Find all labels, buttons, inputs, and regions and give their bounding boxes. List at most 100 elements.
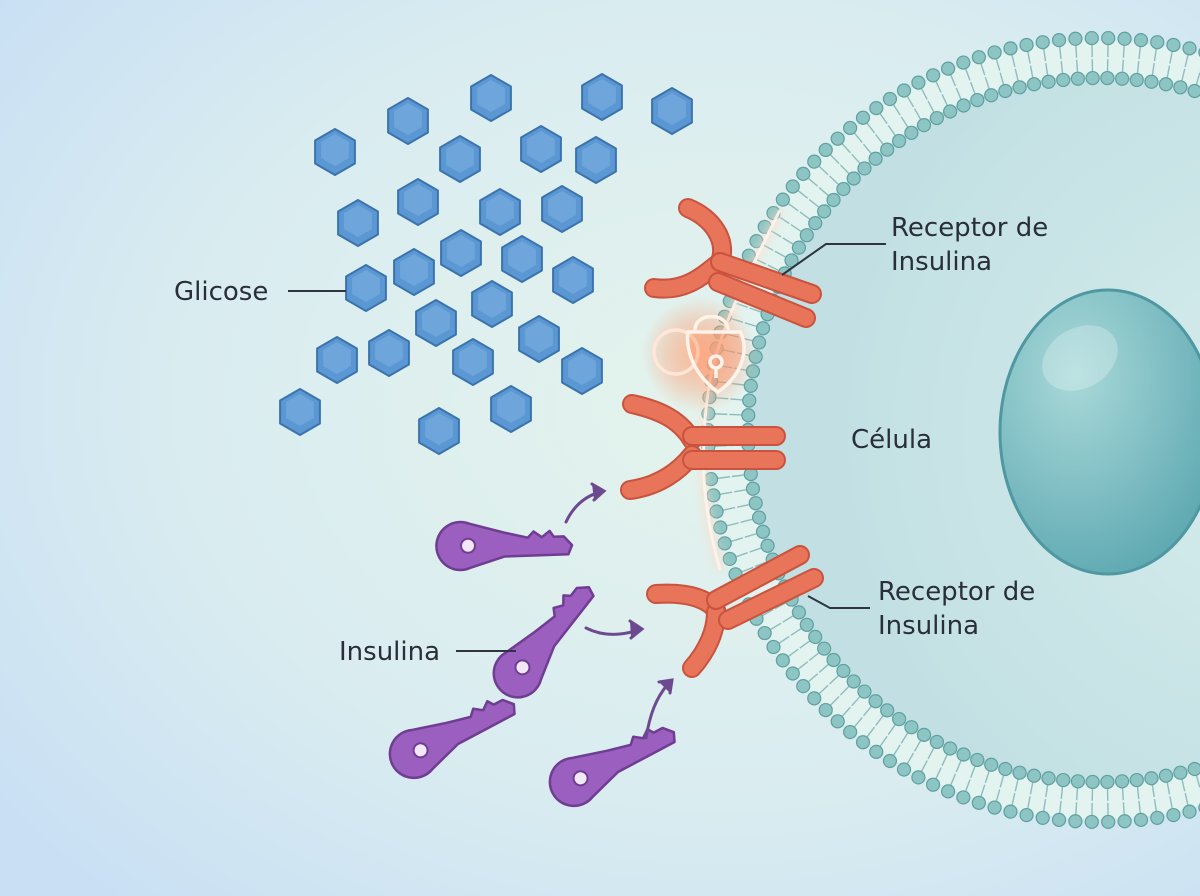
lipid-tail — [913, 740, 922, 752]
lipid-head — [1084, 30, 1099, 46]
lipid-head — [1003, 804, 1018, 819]
lipid-head — [857, 684, 872, 699]
lipid-tail — [808, 199, 820, 208]
lipid-head — [775, 653, 790, 668]
lipid-head — [775, 192, 790, 207]
lipid-head — [1187, 761, 1200, 777]
lipid-head — [836, 663, 851, 679]
lipid-head — [1150, 810, 1165, 825]
lipid-head — [826, 192, 841, 208]
lipid-head — [1117, 814, 1132, 829]
lipid-head — [1056, 72, 1071, 88]
lipid-tail — [1122, 45, 1125, 58]
lipid-head — [1085, 774, 1100, 790]
lipid-tail — [875, 134, 884, 145]
lipid-tail — [980, 784, 986, 797]
lipid-head — [987, 800, 1002, 815]
lipid-head — [1117, 31, 1132, 46]
lipid-head — [742, 393, 757, 408]
lipid-tail — [749, 547, 762, 553]
lipid-head — [748, 496, 763, 511]
lipid-head — [1051, 33, 1067, 48]
lipid-head — [1026, 768, 1042, 783]
lipid-tail — [921, 88, 928, 100]
lipid-tail — [1184, 55, 1189, 68]
arrow-3-icon — [644, 678, 674, 740]
lipid-head — [1056, 772, 1071, 788]
lipid-head — [943, 104, 958, 119]
lipid-head — [784, 253, 799, 268]
receptor-bottom-leader — [807, 595, 870, 609]
lipid-tail — [970, 82, 976, 94]
lipid-tail — [999, 775, 1005, 788]
lipid-tail — [1011, 55, 1016, 68]
lipid-tail — [818, 187, 829, 196]
lipid-tail — [893, 744, 901, 756]
lipid-head — [836, 181, 851, 197]
glucose-highlight — [548, 191, 576, 223]
lipid-tail — [830, 154, 840, 164]
lipid-head — [857, 161, 872, 176]
glucose-highlight — [559, 262, 587, 294]
glucose-highlight — [658, 93, 686, 125]
insulin-key-icon — [492, 585, 595, 699]
glucose-highlight — [446, 141, 474, 173]
lipid-head — [1003, 41, 1018, 56]
receptor-top-stem — [712, 254, 820, 302]
lipid-tail — [1060, 60, 1064, 74]
lipid-head — [998, 761, 1013, 777]
lipid-tail — [866, 726, 876, 738]
lipid-head — [956, 747, 971, 762]
lipid-head — [971, 50, 986, 65]
arrow-1-icon — [564, 482, 607, 524]
receptor-top-leader — [781, 243, 886, 276]
lipid-head — [943, 741, 958, 756]
lipid-tail — [1075, 802, 1078, 815]
lipid-head — [911, 75, 926, 90]
lipid-head — [1085, 70, 1100, 86]
lipid-head — [1182, 804, 1197, 819]
lipid-head — [1019, 37, 1034, 53]
lipid-tail — [851, 696, 861, 707]
lipid-head — [987, 45, 1002, 60]
lipid-tail — [782, 237, 794, 245]
lipid-tail — [941, 754, 948, 766]
lipid-tail — [734, 489, 747, 493]
glucose-highlight — [375, 335, 403, 367]
lipid-tail — [841, 706, 851, 717]
lipid-head — [1084, 814, 1099, 830]
lipid-head — [984, 757, 999, 772]
lipid-head — [1158, 768, 1174, 783]
lipid-tail — [839, 686, 850, 696]
lipid-tail — [1076, 59, 1079, 72]
lipid-head — [1173, 765, 1188, 780]
lipid-head — [1150, 35, 1165, 50]
glucose-highlight — [508, 241, 536, 273]
lipid-head — [807, 154, 822, 169]
receptor-bottom-label-line2: Insulina — [878, 611, 979, 641]
lipid-head — [1129, 772, 1144, 788]
lipid-head — [1012, 80, 1027, 95]
lipid-tail — [790, 628, 802, 636]
lipid-head — [1182, 41, 1197, 56]
lipid-tail — [1059, 800, 1062, 813]
lipid-head — [869, 744, 884, 759]
lipid-tail — [1075, 45, 1078, 58]
lipid-tail — [1014, 779, 1019, 792]
lipid-tail — [927, 100, 935, 113]
lipid-tail — [729, 413, 742, 416]
lipid-tail — [935, 767, 942, 779]
lipid-tail — [797, 661, 809, 670]
lipid-tail — [1027, 796, 1031, 809]
lipid-tail — [1169, 796, 1173, 809]
lipid-tail — [1181, 68, 1186, 81]
lipid-head — [956, 790, 971, 805]
lipid-tail — [862, 706, 872, 717]
lipid-head — [882, 753, 898, 769]
lipid-head — [785, 179, 800, 194]
binding-arrows — [564, 482, 674, 740]
lipid-head — [925, 777, 941, 792]
lipid-head — [791, 240, 807, 255]
lipid-tail — [1121, 788, 1124, 801]
lipid-tail — [1151, 62, 1155, 75]
